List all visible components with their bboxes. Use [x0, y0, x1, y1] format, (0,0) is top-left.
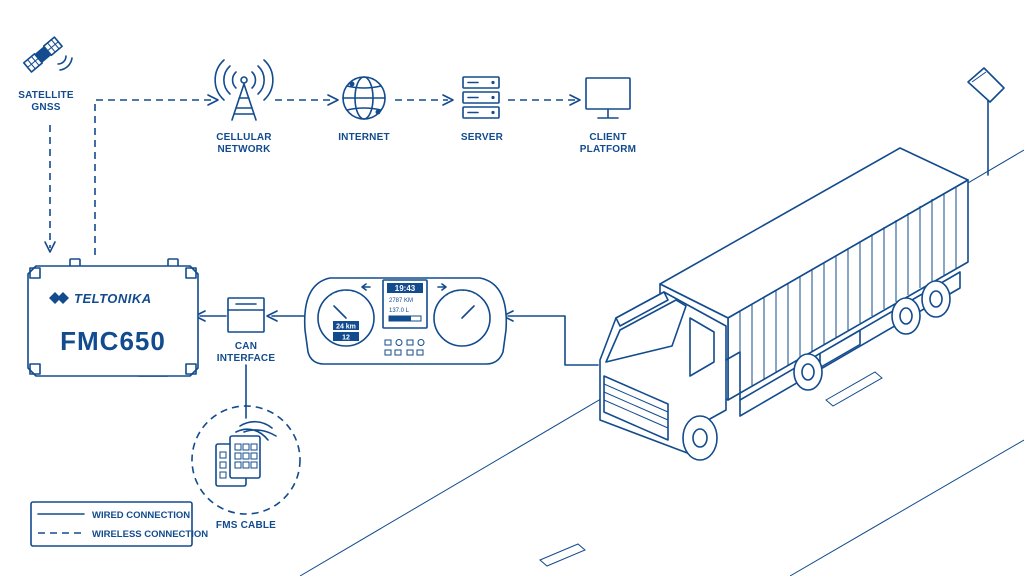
cellular-tower-icon	[214, 59, 274, 121]
right-gauge	[433, 289, 491, 347]
connections	[44, 94, 599, 406]
monitor-icon	[585, 77, 631, 119]
client-label-1: CLIENT	[589, 132, 626, 143]
display-fuel: 137.0 L	[389, 308, 410, 314]
display-odometer: 2787 KM	[389, 298, 413, 304]
client-label-2: PLATFORM	[580, 144, 636, 155]
fms-label: FMS CABLE	[216, 520, 276, 531]
legend-wireless-label: WIRELESS CONNECTION	[92, 529, 208, 540]
satellite-label-1: SATELLITE	[18, 90, 74, 101]
legend: WIRED CONNECTION WIRELESS CONNECTION	[30, 501, 208, 547]
fms-cable-icon	[191, 404, 301, 515]
cellular-label-2: NETWORK	[217, 144, 271, 155]
legend-wireless: WIRELESS CONNECTION	[38, 529, 208, 540]
right-turn-icon	[437, 283, 447, 291]
left-readout: 24 km	[336, 324, 356, 331]
can-label-1: CAN	[235, 341, 257, 352]
satellite-label-2: GNSS	[31, 102, 60, 113]
container-ribs	[739, 186, 957, 393]
device-brand: TELTONIKA	[74, 291, 152, 306]
display-time: 19:43	[395, 284, 416, 293]
left-gauge: 24 km 12	[317, 289, 375, 347]
can-label-2: INTERFACE	[217, 353, 276, 364]
satellite-icon	[22, 36, 73, 73]
can-interface-icon	[227, 297, 265, 333]
lane-mark	[825, 371, 883, 407]
fmc650-device: TELTONIKA FMC650	[27, 258, 199, 377]
device-model: FMC650	[60, 326, 166, 356]
left-turn-icon	[361, 283, 371, 291]
server-icon	[462, 76, 500, 119]
cellular-label-1: CELLULAR	[216, 132, 272, 143]
center-display: 19:43 2787 KM 137.0 L	[382, 279, 428, 329]
left-readout-2: 12	[342, 335, 350, 342]
warning-lamps	[384, 339, 425, 356]
legend-wired: WIRED CONNECTION	[37, 510, 190, 521]
lane-mark	[539, 543, 586, 567]
internet-label: INTERNET	[338, 132, 390, 143]
legend-wired-label: WIRED CONNECTION	[92, 510, 190, 521]
road-sign	[967, 67, 1005, 176]
server-label: SERVER	[461, 132, 504, 143]
globe-icon	[342, 76, 386, 120]
vehicle-dashboard: 24 km 12 19:43 2787 KM 137.0 L	[303, 277, 508, 365]
teltonika-logo-icon	[49, 292, 69, 304]
truck-illustration	[599, 147, 969, 461]
fuel-bar	[388, 315, 422, 322]
